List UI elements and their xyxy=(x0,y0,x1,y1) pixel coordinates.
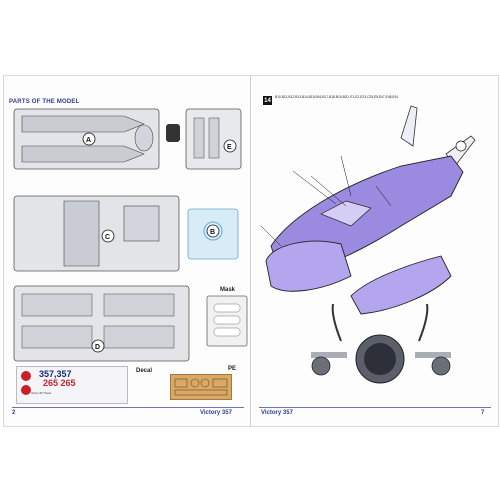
decal-caption: Victory 357 Havok xyxy=(31,392,52,395)
step-parts-list: B10,B11,B12,B13,B14,B15,B16,B17,B18,B19,… xyxy=(275,95,399,99)
leader-line xyxy=(340,155,352,197)
left-page: PARTS OF THE MODEL A E xyxy=(4,76,251,426)
left-page-number: 2 xyxy=(12,410,16,416)
left-engine-nacelle xyxy=(311,356,331,376)
pe-label: PE xyxy=(228,366,236,372)
right-engine-pod xyxy=(350,255,452,315)
photo-etch-fret xyxy=(170,374,232,400)
right-page: 14 B10,B11,B12,B13,B14,B15,B16,B17,B18,B… xyxy=(251,76,498,426)
leader-line xyxy=(375,185,392,207)
sprue-label-d: D xyxy=(95,344,100,351)
sprue-b xyxy=(187,208,239,260)
left-footer-title: Victory 357 xyxy=(200,410,232,416)
sprue-label-c: C xyxy=(105,234,110,241)
decal-label: Decal xyxy=(136,368,152,374)
sprue-d xyxy=(13,285,190,362)
left-footer-rule xyxy=(12,407,244,408)
instruction-booklet-spread: PARTS OF THE MODEL A E xyxy=(3,75,499,427)
section-title: PARTS OF THE MODEL xyxy=(9,99,80,105)
right-page-number: 7 xyxy=(481,410,485,416)
red-star-decal xyxy=(21,371,31,381)
sprue-e xyxy=(185,108,242,170)
left-engine-pod xyxy=(265,240,352,292)
decal-sheet: 357,357 265 265 Victory 357 Havok xyxy=(16,366,128,404)
right-front-fin xyxy=(418,303,429,342)
decal-numbers-red: 265 265 xyxy=(43,378,76,388)
step-number-badge: 14 xyxy=(263,96,272,105)
leader-line xyxy=(260,225,282,247)
right-wing-stub xyxy=(415,352,451,358)
pe-parts-drawing xyxy=(174,378,228,396)
left-wing-stub xyxy=(311,352,347,358)
intake-grille xyxy=(364,343,396,375)
leader-line xyxy=(292,170,337,205)
model-front-view xyxy=(311,303,451,384)
sprue-c xyxy=(13,195,180,272)
sprue-diagrams: A E C xyxy=(13,108,248,374)
sprue-label-a: A xyxy=(86,137,91,144)
black-canopy-part xyxy=(166,124,180,142)
red-star-decal-2 xyxy=(21,385,31,395)
mask-sheet xyxy=(206,295,248,347)
right-footer-title: Victory 357 xyxy=(261,410,293,416)
mask-label: Mask xyxy=(220,287,236,293)
tail-fin-upper xyxy=(400,105,418,147)
callout-circle xyxy=(455,140,467,152)
decal-numbers-blue: 357,357 xyxy=(39,369,72,379)
left-front-fin xyxy=(331,303,342,342)
assembly-diagram xyxy=(260,105,476,384)
right-engine-nacelle xyxy=(431,356,451,376)
sprue-label-e: E xyxy=(227,144,232,151)
sprue-label-b: B xyxy=(210,229,215,236)
leader-line xyxy=(310,175,347,207)
sprue-a xyxy=(13,108,160,170)
cockpit-opening xyxy=(320,200,372,227)
right-footer-rule xyxy=(259,407,491,408)
